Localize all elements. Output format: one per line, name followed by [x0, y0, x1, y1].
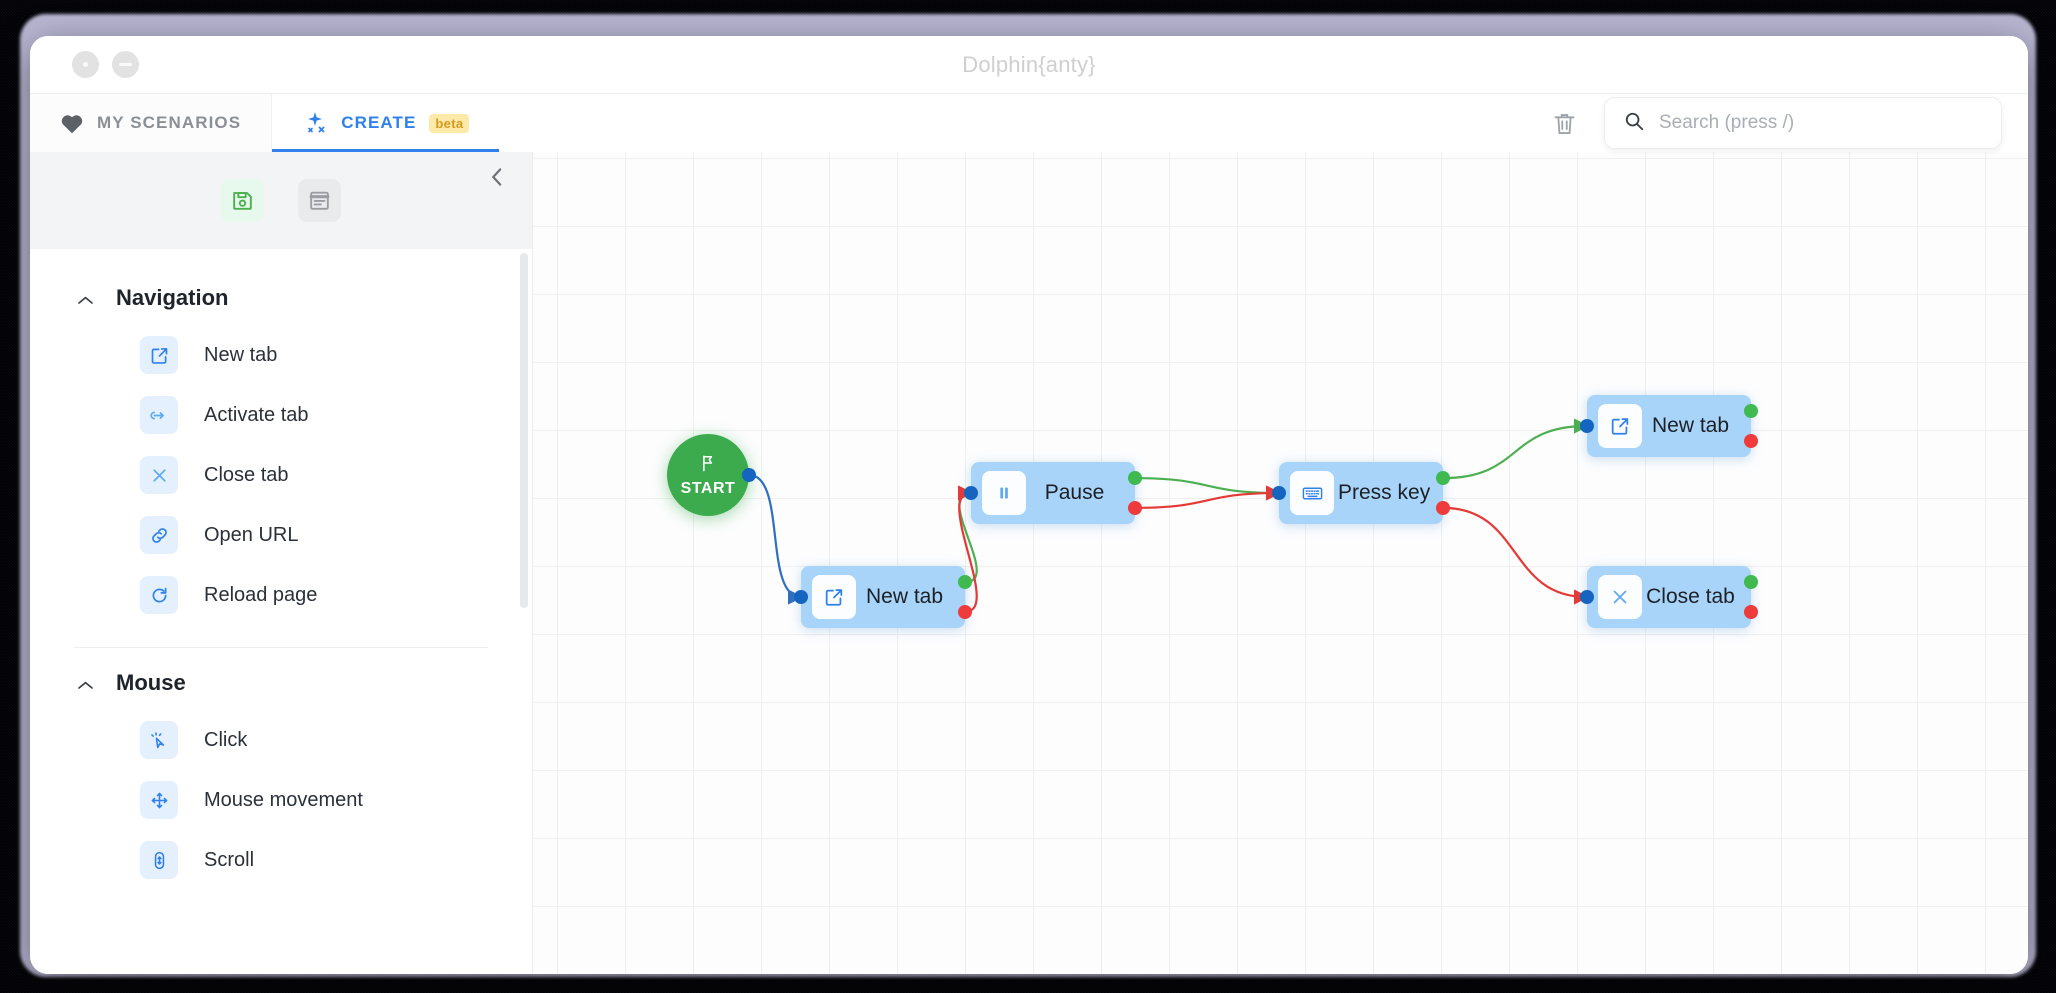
port-in[interactable]	[1580, 419, 1594, 433]
window-controls	[72, 51, 139, 78]
close-x-icon	[1598, 575, 1642, 619]
flow-node-label: Pause	[1044, 481, 1105, 504]
notes-button[interactable]	[298, 179, 341, 222]
tab-bar: MY SCENARIOS CREATE beta	[30, 93, 2028, 152]
sidebar-item-new-tab[interactable]: New tab	[30, 325, 532, 385]
sidebar-item-open-url[interactable]: Open URL	[30, 505, 532, 565]
sidebar-item-label: Scroll	[204, 848, 255, 871]
port-success[interactable]	[1744, 575, 1758, 590]
search-box[interactable]	[1604, 97, 2002, 149]
port-out-start[interactable]	[742, 468, 756, 482]
beta-badge: beta	[429, 113, 470, 133]
sidebar: Navigation New tab	[30, 152, 533, 974]
keyboard-icon	[1290, 471, 1334, 515]
scroll-vertical-icon	[140, 841, 178, 879]
section-header-mouse[interactable]: Mouse	[30, 648, 532, 710]
flow-node-label: New tab	[865, 585, 944, 608]
search-input[interactable]	[1659, 112, 1983, 134]
flow-node-n2[interactable]: Pause	[964, 462, 1142, 524]
sidebar-item-mouse-movement[interactable]: Mouse movement	[30, 770, 532, 830]
sparkle-icon	[302, 110, 328, 136]
close-button[interactable]	[72, 51, 99, 78]
port-in[interactable]	[964, 486, 978, 500]
sidebar-item-click[interactable]: Click	[30, 710, 532, 770]
sidebar-item-label: New tab	[204, 343, 278, 366]
section-divider	[74, 647, 488, 648]
flow-node-label: Close tab	[1646, 585, 1735, 608]
sidebar-item-label: Close tab	[204, 463, 289, 486]
flow-node-n4[interactable]: New tab	[1580, 395, 1758, 457]
flow-node-n3[interactable]: Press key	[1272, 462, 1450, 524]
flow-canvas-grid[interactable]	[533, 152, 2028, 974]
flow-node-label: Press key	[1338, 481, 1431, 504]
section-title-navigation: Navigation	[116, 285, 229, 310]
flow-node-n1[interactable]: New tab	[794, 566, 972, 628]
close-x-icon	[140, 456, 178, 494]
flow-node-n5[interactable]: Close tab	[1580, 566, 1758, 628]
search-icon	[1623, 110, 1645, 137]
start-node-label: START	[680, 479, 736, 497]
chevron-up-icon	[77, 678, 94, 689]
port-success[interactable]	[1436, 471, 1450, 486]
minimize-dash-icon	[119, 62, 132, 67]
port-error[interactable]	[1744, 433, 1758, 448]
flow-node-start[interactable]: START	[667, 434, 756, 516]
pause-icon	[982, 471, 1026, 515]
flag-icon	[698, 453, 718, 478]
sidebar-item-activate-tab[interactable]: Activate tab	[30, 385, 532, 445]
flow-node-label: New tab	[1651, 414, 1730, 437]
sidebar-item-label: Click	[204, 728, 248, 751]
sidebar-section-mouse: Mouse Click	[30, 648, 532, 890]
tab-my-scenarios-label: MY SCENARIOS	[97, 113, 242, 132]
port-in[interactable]	[1580, 590, 1594, 604]
reload-refresh-icon	[140, 576, 178, 614]
heart-icon	[60, 112, 84, 134]
arrows-move-icon	[140, 781, 178, 819]
page-title: Dolphin{anty}	[962, 51, 1096, 77]
app-body: Navigation New tab	[30, 152, 2028, 974]
port-error[interactable]	[958, 604, 972, 619]
section-title-mouse: Mouse	[116, 670, 186, 695]
port-success[interactable]	[958, 575, 972, 590]
chevron-up-icon	[77, 293, 94, 304]
cursor-click-icon	[140, 721, 178, 759]
port-error[interactable]	[1436, 500, 1450, 515]
port-success[interactable]	[1128, 471, 1142, 486]
sidebar-toolbar	[30, 152, 532, 249]
canvas-toolbar	[1551, 94, 2028, 152]
sidebar-scroll-area[interactable]: Navigation New tab	[30, 249, 532, 974]
sidebar-section-navigation: Navigation New tab	[30, 263, 532, 648]
external-link-icon	[1598, 404, 1642, 448]
app-window: Dolphin{anty} MY SCENARIOS CREATE beta	[30, 36, 2028, 974]
sidebar-item-label: Reload page	[204, 583, 318, 606]
close-dot-icon	[83, 62, 88, 67]
trash-icon[interactable]	[1551, 110, 1578, 137]
collapse-sidebar-button[interactable]	[480, 160, 514, 194]
port-in[interactable]	[1272, 486, 1286, 500]
sidebar-item-close-tab[interactable]: Close tab	[30, 445, 532, 505]
tab-my-scenarios[interactable]: MY SCENARIOS	[30, 94, 273, 152]
port-error[interactable]	[1128, 500, 1142, 515]
activate-tab-icon	[140, 396, 178, 434]
sidebar-item-scroll[interactable]: Scroll	[30, 830, 532, 890]
tabstrip-spacer	[499, 94, 2028, 152]
title-bar: Dolphin{anty}	[30, 36, 2028, 93]
section-header-navigation[interactable]: Navigation	[30, 263, 532, 325]
tab-create[interactable]: CREATE beta	[272, 94, 500, 152]
tab-create-label: CREATE	[341, 113, 417, 132]
sidebar-item-reload-page[interactable]: Reload page	[30, 565, 532, 625]
sidebar-item-label: Activate tab	[204, 403, 309, 426]
sidebar-item-label: Open URL	[204, 523, 299, 546]
external-link-icon	[812, 575, 856, 619]
save-scenario-button[interactable]	[221, 179, 264, 222]
port-in[interactable]	[794, 590, 808, 604]
sidebar-item-label: Mouse movement	[204, 788, 363, 811]
port-success[interactable]	[1744, 404, 1758, 419]
external-link-icon	[140, 336, 178, 374]
port-error[interactable]	[1744, 604, 1758, 619]
minimize-button[interactable]	[112, 51, 139, 78]
chain-link-icon	[140, 516, 178, 554]
sidebar-scrollbar[interactable]	[520, 253, 528, 608]
